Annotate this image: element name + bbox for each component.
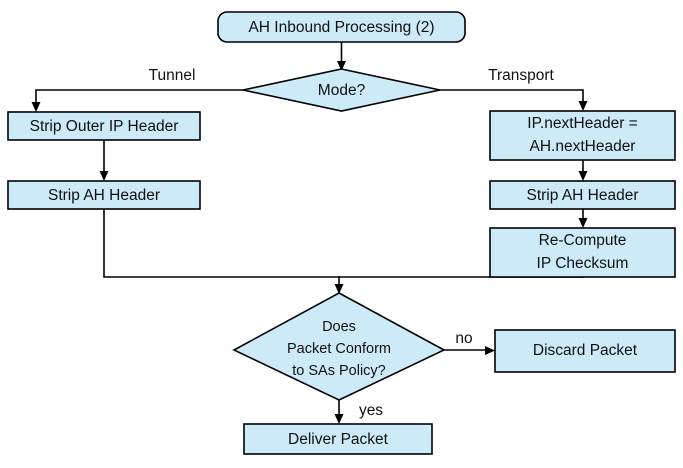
node-policy-decision-label-line2: Packet Conform	[287, 341, 391, 357]
node-start-shape	[217, 11, 466, 43]
node-strip-ah-tunnel-shape	[7, 180, 201, 210]
node-strip-ah-transport-label: Strip AH Header	[527, 187, 639, 204]
node-policy-decision-shape	[232, 292, 446, 401]
node-strip-outer-ip-label: Strip Outer IP Header	[30, 118, 179, 135]
edge-policy-no-discard	[443, 346, 495, 355]
node-start-label: AH Inbound Processing (2)	[248, 19, 434, 36]
node-discard-packet[interactable]: Discard Packet	[494, 329, 676, 373]
node-next-header[interactable]: IP.nextHeader = AH.nextHeader	[489, 110, 676, 161]
node-strip-outer-ip[interactable]: Strip Outer IP Header	[7, 111, 201, 141]
node-mode-decision-label: Mode?	[318, 82, 366, 99]
node-recompute-checksum-label-line1: Re-Compute	[539, 232, 627, 249]
edge-mode-tunnel	[31, 89, 244, 112]
edge-label-no: no	[455, 330, 472, 347]
node-deliver-packet-shape	[243, 423, 433, 455]
node-strip-ah-transport-shape	[489, 180, 676, 210]
node-next-header-label-line1: IP.nextHeader =	[527, 115, 637, 132]
edge-stripah-to-recompute	[578, 208, 588, 228]
node-mode-decision[interactable]: Mode?	[242, 68, 441, 112]
edge-merge-to-policy	[334, 276, 344, 294]
edge-label-tunnel: Tunnel	[149, 67, 196, 84]
node-deliver-packet-label: Deliver Packet	[288, 431, 389, 448]
node-discard-packet-shape	[494, 329, 676, 373]
node-strip-ah-tunnel[interactable]: Strip AH Header	[7, 180, 201, 210]
node-policy-decision-label-line3: to SAs Policy?	[292, 363, 386, 379]
node-discard-packet-label: Discard Packet	[533, 342, 638, 359]
node-strip-ah-tunnel-label: Strip AH Header	[48, 187, 160, 204]
edge-start-to-mode	[337, 41, 346, 71]
node-recompute-checksum-shape	[489, 227, 676, 278]
node-strip-ah-transport[interactable]: Strip AH Header	[489, 180, 676, 210]
node-mode-decision-shape	[242, 68, 441, 112]
edge-label-transport: Transport	[488, 67, 554, 84]
node-next-header-label-line2: AH.nextHeader	[530, 138, 636, 155]
node-recompute-checksum[interactable]: Re-Compute IP Checksum	[489, 227, 676, 278]
edge-label-yes: yes	[359, 402, 383, 419]
node-policy-decision[interactable]: Does Packet Conform to SAs Policy?	[232, 292, 446, 401]
edge-stripouter-to-stripah	[99, 139, 109, 181]
edge-nextheader-to-stripah	[578, 159, 588, 181]
node-strip-outer-ip-shape	[7, 111, 201, 141]
node-policy-decision-label-line1: Does	[322, 319, 356, 335]
edge-tunnel-merge	[103, 208, 584, 278]
node-deliver-packet[interactable]: Deliver Packet	[243, 423, 433, 455]
node-recompute-checksum-label-line2: IP Checksum	[537, 255, 629, 272]
node-start[interactable]: AH Inbound Processing (2)	[217, 11, 466, 43]
node-next-header-shape	[489, 110, 676, 161]
edge-policy-yes-deliver	[334, 399, 344, 424]
edge-mode-transport	[439, 89, 588, 111]
